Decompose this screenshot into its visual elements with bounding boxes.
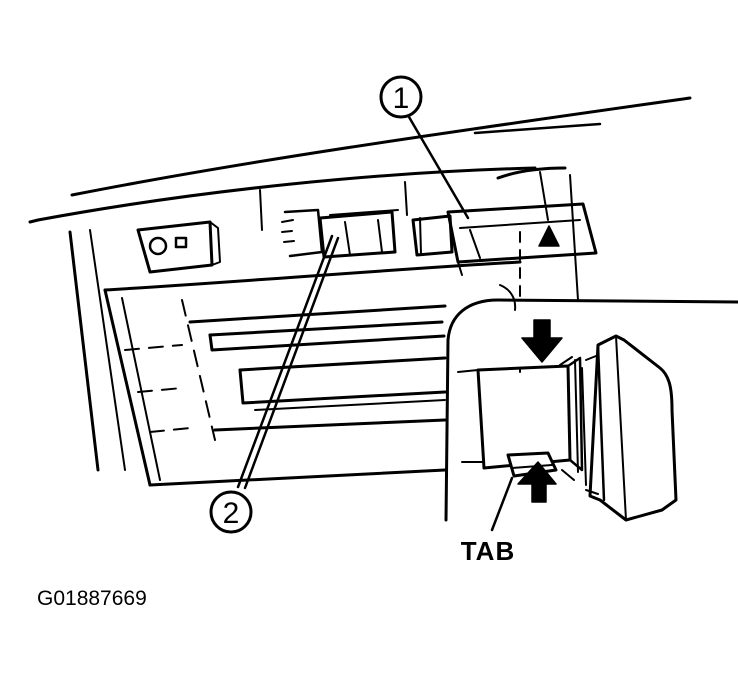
figure-id: G01887669 [37, 587, 147, 610]
leader-lines [236, 115, 514, 532]
switch-bracket [136, 220, 221, 274]
dashboard-top-lines [28, 96, 692, 224]
dashboard-panel [68, 171, 579, 487]
tab-label: TAB [461, 536, 516, 566]
callout-2-label: 2 [223, 497, 240, 530]
detail-button-cap [581, 334, 678, 522]
hazard-warning-icon [538, 225, 560, 247]
callout-1-label: 1 [393, 82, 410, 115]
press-arrow-up-icon [517, 461, 557, 503]
press-arrow-down-icon [521, 319, 563, 363]
hazard-switch [411, 202, 598, 276]
detail-inset-frame [444, 284, 738, 522]
callout-1 [379, 75, 423, 119]
electrical-connector [281, 208, 399, 259]
detail-switch-body [457, 356, 584, 481]
callout-2 [209, 490, 253, 534]
